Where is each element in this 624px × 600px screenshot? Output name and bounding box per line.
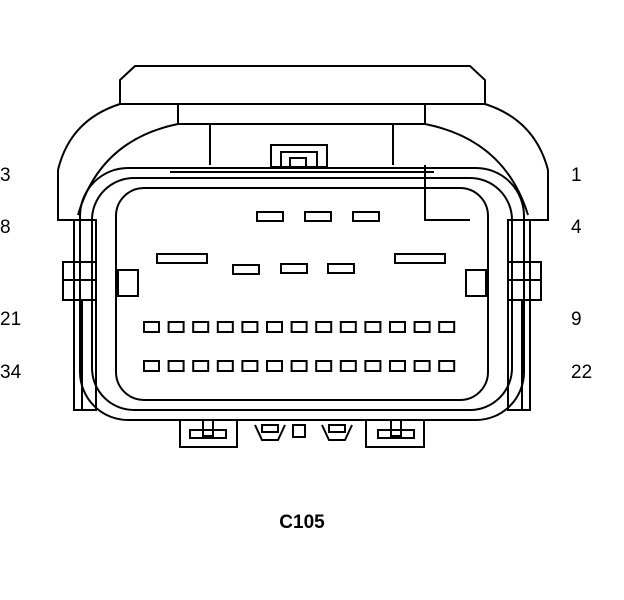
pin-label-8: 8 — [0, 217, 11, 238]
cavity — [156, 253, 208, 264]
cavity — [413, 321, 431, 333]
cavity — [413, 360, 431, 372]
pin-label-9: 9 — [571, 309, 582, 330]
pin-label-3: 3 — [0, 165, 11, 186]
pin-label-4: 4 — [571, 217, 582, 238]
cavity-row-1 — [256, 211, 380, 222]
bottom-terminals — [179, 419, 425, 448]
shroud-inner-left — [77, 123, 179, 216]
cavity — [216, 321, 234, 333]
cavity — [315, 321, 333, 333]
latch-clip — [270, 144, 328, 168]
cavity — [438, 321, 456, 333]
shroud-notch-right — [424, 165, 470, 221]
outer-shroud-right — [484, 103, 549, 221]
cavity — [167, 360, 185, 372]
connector-body-outer — [79, 167, 525, 421]
cavity — [394, 253, 446, 264]
cavity — [232, 264, 260, 275]
latch-window — [177, 103, 426, 125]
cavity — [167, 321, 185, 333]
cavity — [364, 360, 382, 372]
cavity — [352, 211, 380, 222]
cavity — [241, 321, 259, 333]
cavity — [192, 321, 210, 333]
connector-name: C105 — [279, 512, 325, 533]
cavity — [327, 263, 355, 274]
cavity — [389, 321, 406, 333]
cavity — [438, 360, 456, 372]
pin-label-34: 34 — [0, 362, 22, 383]
pin-label-22: 22 — [571, 362, 592, 383]
cavity — [339, 360, 357, 372]
connector-face — [115, 187, 489, 401]
cavity-row-4 — [143, 360, 456, 372]
cavity — [266, 360, 283, 372]
cavity — [216, 360, 234, 372]
cavity — [389, 360, 406, 372]
cavity — [256, 211, 284, 222]
cavity — [143, 321, 160, 333]
cavity — [339, 321, 357, 333]
pin-label-21: 21 — [0, 309, 21, 330]
outer-shroud-left — [57, 103, 121, 221]
pin-label-1: 1 — [571, 165, 582, 186]
cavity-row-2 — [156, 253, 446, 275]
connector-body-mid — [91, 177, 513, 411]
cavity — [192, 360, 210, 372]
cavity-row-3 — [143, 321, 456, 333]
cavity — [280, 263, 308, 274]
top-latch — [119, 65, 486, 104]
cavity — [241, 360, 259, 372]
cavity — [290, 321, 308, 333]
cavity — [315, 360, 333, 372]
key-right — [465, 269, 487, 297]
key-left — [117, 269, 139, 297]
cavity — [143, 360, 160, 372]
cavity — [364, 321, 382, 333]
cavity — [304, 211, 332, 222]
cavity — [290, 360, 308, 372]
shroud-inner-right — [424, 123, 529, 216]
cavity — [266, 321, 283, 333]
